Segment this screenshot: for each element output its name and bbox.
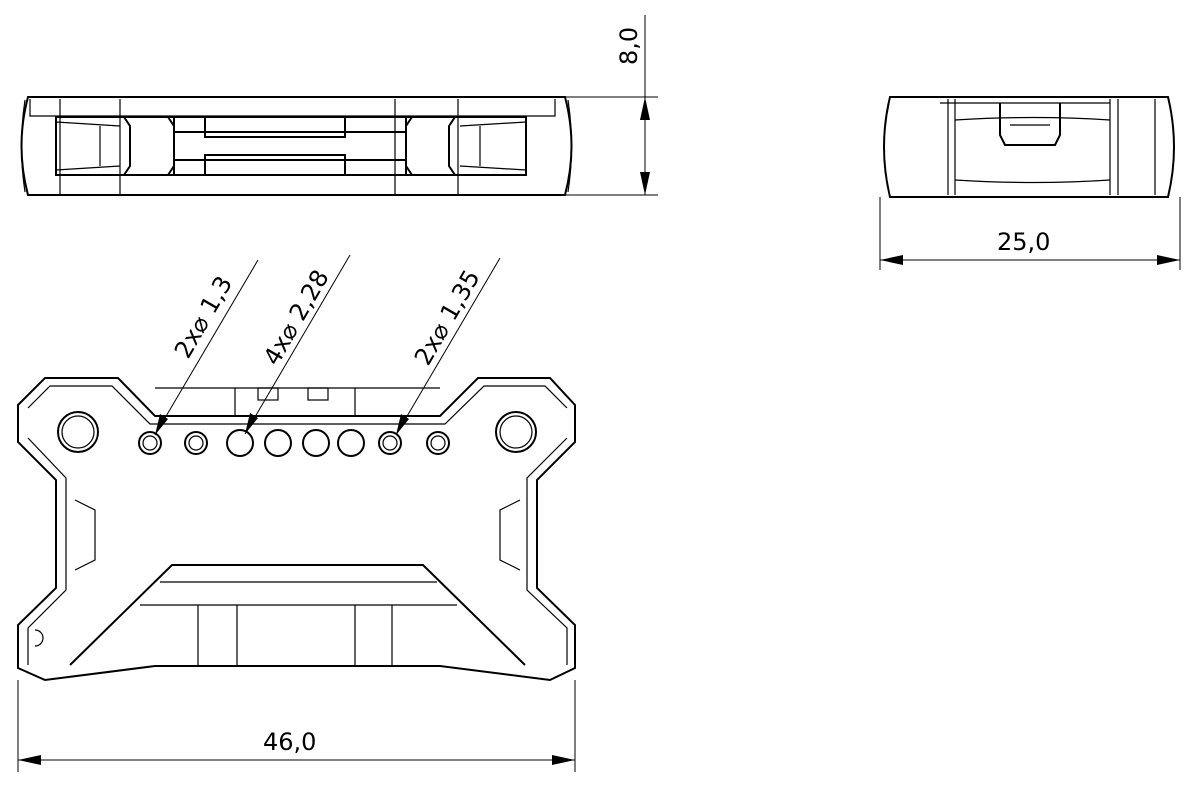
hole-callout-2-label: 4x⌀ 2,28 (258, 265, 335, 370)
hole-callout-1: 2x⌀ 1,3 (154, 259, 259, 436)
hole-pattern (57, 411, 537, 457)
side-view (883, 96, 1175, 198)
top-view (20, 96, 573, 196)
dimension-height: 8,0 (560, 15, 658, 196)
dimension-height-label: 8,0 (615, 27, 643, 65)
dimension-side-width: 25,0 (879, 197, 1181, 270)
front-view (17, 377, 576, 682)
hole-callout-1-label: 2x⌀ 1,3 (169, 271, 238, 363)
hole-callout-2: 4x⌀ 2,28 (244, 254, 351, 435)
dimension-length: 46,0 (17, 680, 576, 772)
dimension-length-label: 46,0 (263, 728, 316, 756)
hole-callout-3-label: 2x⌀ 1,35 (409, 265, 486, 370)
dimension-side-width-label: 25,0 (997, 228, 1050, 256)
